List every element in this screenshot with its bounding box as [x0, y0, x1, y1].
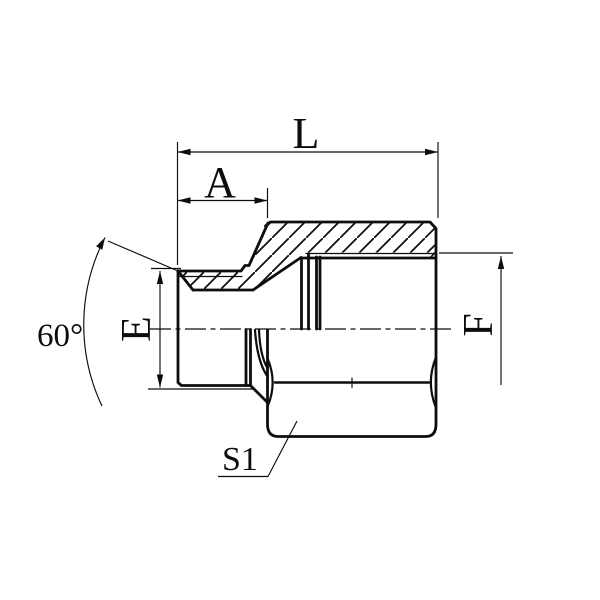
dimension-L: L	[176, 109, 439, 265]
label-A: A	[204, 158, 236, 207]
transition-cone-edge	[249, 384, 269, 404]
arrow-L-left	[177, 148, 191, 156]
arrow-angle-arc	[96, 237, 105, 250]
angle-callout-60: 60°	[37, 237, 179, 407]
female-thread-entry-chamfer	[429, 250, 437, 259]
part-outline	[176, 220, 438, 438]
arrow-A-right	[254, 197, 268, 204]
angle-arc	[83, 237, 106, 407]
arrow-L-right	[425, 148, 438, 156]
cone-seat-face	[176, 269, 195, 292]
label-S1: S1	[222, 441, 258, 478]
label-F: F	[456, 313, 502, 336]
runout-curve-2	[257, 328, 269, 370]
arrow-A-left	[177, 197, 191, 204]
dimension-F: F	[439, 252, 513, 385]
body-outline	[264, 220, 438, 438]
cone-extension-line	[107, 240, 179, 272]
s1-leader-line	[267, 420, 298, 477]
label-60deg: 60°	[37, 318, 83, 354]
arrow-E-bottom	[156, 374, 164, 388]
thread-thin-lines	[179, 252, 437, 389]
arrow-F-top	[497, 256, 505, 269]
hex-size-callout-s1: S1	[218, 420, 298, 478]
arrow-E-top	[156, 271, 164, 284]
dimension-E: E	[114, 267, 254, 390]
hex-chamfer-arc-right	[429, 356, 437, 409]
internal-shoulder-cone	[251, 256, 303, 292]
stud-face-and-bottom	[176, 269, 252, 387]
hex-chamfer-arc-left	[266, 357, 274, 408]
runout-curve-1	[253, 328, 268, 377]
label-E: E	[114, 316, 160, 342]
label-L: L	[293, 109, 320, 158]
stud-crest-and-shoulder	[176, 221, 270, 273]
hatched-cut-region	[178, 222, 436, 290]
section-hatching	[178, 222, 436, 290]
dimension-A: A	[177, 158, 269, 218]
